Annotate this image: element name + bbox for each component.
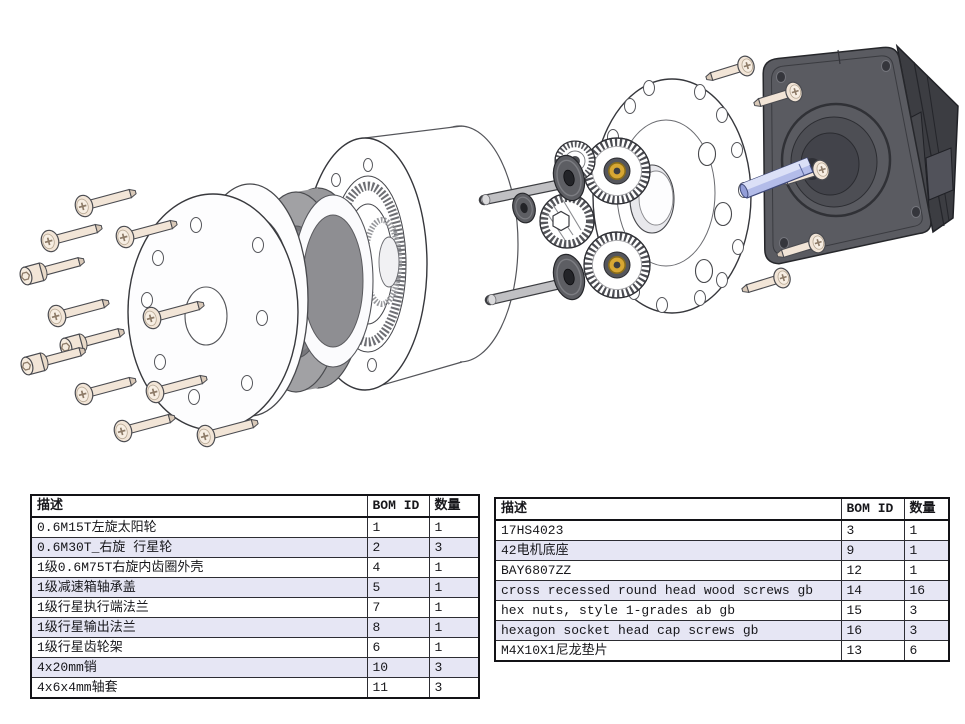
table-header-row: 描述 BOM ID 数量 <box>494 497 950 521</box>
carrier-counterbores <box>694 141 733 284</box>
motor-pilot-ring <box>780 102 892 218</box>
col-header-qty: 数量 <box>428 494 480 518</box>
flange-holes <box>141 217 268 405</box>
motor-connector <box>925 147 954 201</box>
motor-corner-hole <box>779 237 789 249</box>
flange-center-hole <box>184 286 228 346</box>
col-header-qty: 数量 <box>903 497 950 521</box>
carrier-pins <box>478 179 566 306</box>
planet-gear-bottom <box>584 232 650 298</box>
washer <box>548 250 590 304</box>
stepper-motor <box>762 43 959 265</box>
table-header-row: 描述 BOM ID 数量 <box>30 494 480 518</box>
output-flange <box>127 193 299 431</box>
sun-gear <box>539 193 595 249</box>
col-header-bom-id: BOM ID <box>840 497 905 521</box>
planet-gear-top <box>584 138 650 204</box>
motor-corner-hole <box>776 71 786 83</box>
col-header-desc: 描述 <box>494 497 842 521</box>
motor-shaft <box>739 157 814 199</box>
motor-corner-hole <box>881 60 891 72</box>
col-header-bom-id: BOM ID <box>366 494 430 518</box>
col-header-desc: 描述 <box>30 494 368 518</box>
table-row: cross recessed round head wood screws gb… <box>494 580 950 601</box>
motor-corner-hole <box>911 206 921 218</box>
